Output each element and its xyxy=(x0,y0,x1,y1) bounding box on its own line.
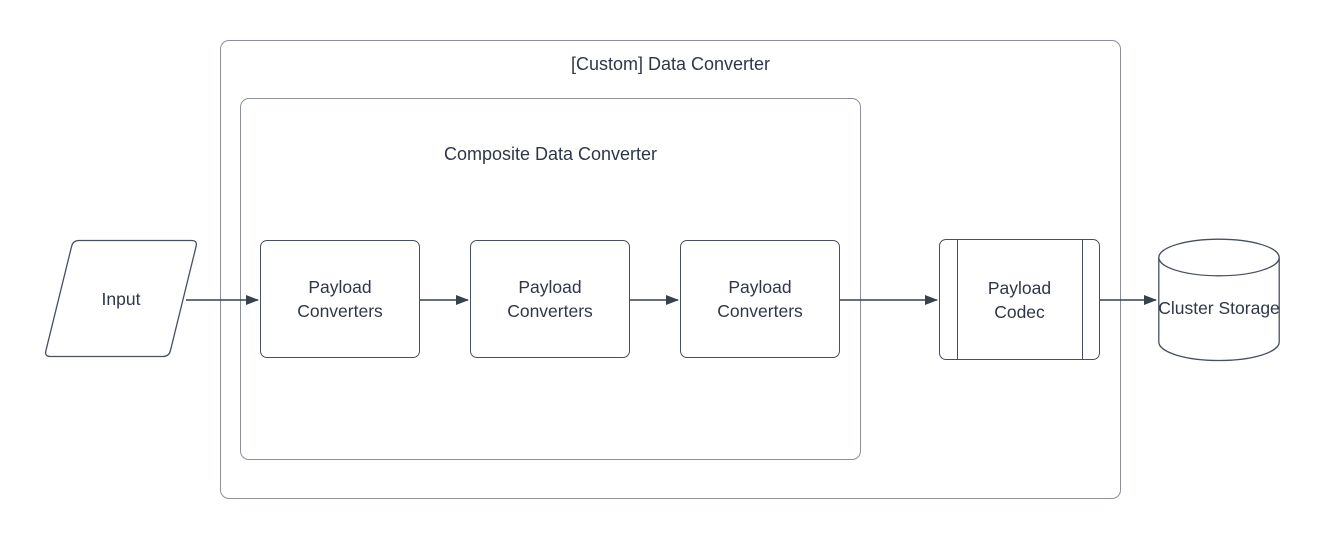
codec-inner-line-right xyxy=(1082,240,1083,359)
payload-converters-label: Payload Converters xyxy=(507,277,593,321)
cylinder-shape xyxy=(1158,238,1280,362)
payload-converters-label: Payload Converters xyxy=(297,277,383,321)
cluster-storage-cylinder: Cluster Storage xyxy=(1158,238,1280,362)
payload-codec-box: Payload Codec xyxy=(939,239,1100,360)
composite-data-converter-group: Composite Data Converter xyxy=(240,98,861,460)
custom-data-converter-group: [Custom] Data Converter xyxy=(220,40,1121,499)
composite-data-converter-label: Composite Data Converter xyxy=(443,144,658,164)
input-parallelogram: Input xyxy=(43,239,199,358)
codec-inner-line-left xyxy=(957,240,958,359)
parallelogram-shape xyxy=(45,239,197,358)
payload-codec-label: Payload Codec xyxy=(987,277,1052,322)
payload-converters-box-1: Payload Converters xyxy=(260,240,420,358)
payload-converters-box-3: Payload Converters xyxy=(680,240,840,358)
input-label: Input xyxy=(101,288,141,309)
payload-converters-label: Payload Converters xyxy=(717,277,803,321)
custom-data-converter-label: [Custom] Data Converter xyxy=(570,54,771,74)
payload-converters-box-2: Payload Converters xyxy=(470,240,630,358)
cluster-storage-label: Cluster Storage xyxy=(1158,298,1280,318)
